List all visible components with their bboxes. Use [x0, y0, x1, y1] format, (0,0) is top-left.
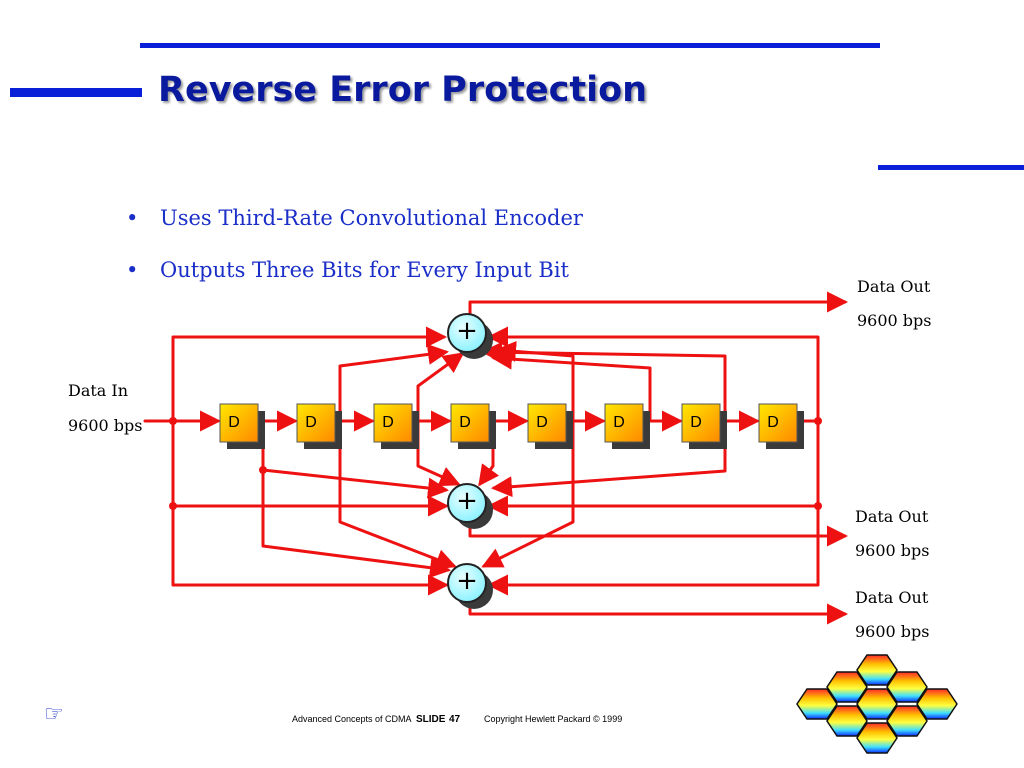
tap-wire [481, 341, 727, 423]
top-rule [140, 43, 880, 48]
adder-node [447, 483, 487, 523]
adder-node [447, 563, 487, 603]
bullet-dot: • [126, 206, 139, 230]
bullet-text: Outputs Three Bits for Every Input Bit [160, 258, 569, 282]
tap-wire [338, 343, 449, 423]
delay-box [758, 403, 798, 443]
delay-label: D [690, 414, 702, 431]
slide-title: Reverse Error Protection [158, 70, 648, 110]
delay-box [604, 403, 644, 443]
data-out-1-rate: 9600 bps [857, 311, 932, 330]
delay-box [373, 403, 413, 443]
footer-slide-label: SLIDE [416, 714, 446, 725]
tap-wire [171, 326, 447, 423]
delay-label: D [613, 414, 625, 431]
delay-label: D [459, 414, 471, 431]
bullet-item: • Outputs Three Bits for Every Input Bit [126, 252, 583, 304]
logo-hexagon [796, 688, 838, 720]
modulo-2-adders: + + + [447, 313, 493, 609]
logo-hexagon [886, 705, 928, 737]
tap-wire [487, 326, 820, 423]
junction-dot [169, 502, 177, 510]
delay-box [681, 403, 721, 443]
delay-label: D [536, 414, 548, 431]
delay-box [527, 403, 567, 443]
delay-box [296, 403, 336, 443]
data-out-3-label: Data Out [855, 588, 929, 607]
data-out-2-label: Data Out [855, 507, 929, 526]
delay-label: D [228, 414, 240, 431]
nav-icon[interactable]: ☞ [44, 702, 64, 727]
right-rule [878, 165, 1024, 170]
delay-label: D [305, 414, 317, 431]
output-wire [468, 602, 848, 625]
adder-symbol: + [456, 486, 478, 516]
delay-box [450, 403, 490, 443]
data-out-2-rate: 9600 bps [855, 541, 930, 560]
tap-wire [491, 348, 652, 423]
footer-copyright: Copyright Hewlett Packard © 1999 [484, 714, 623, 724]
footer-course: Advanced Concepts of CDMA [292, 714, 412, 724]
logo-hexagon [856, 654, 898, 686]
delay-label: D [382, 414, 394, 431]
hexagon-cluster-logo [796, 654, 958, 754]
logo-hexagon [916, 688, 958, 720]
adder-symbol: + [456, 316, 478, 346]
logo-hexagon [856, 722, 898, 754]
tap-wire [481, 419, 575, 568]
bullet-dot: • [126, 258, 139, 282]
left-rule [10, 88, 142, 97]
tap-wire [487, 504, 820, 596]
data-out-3-rate: 9600 bps [855, 622, 930, 641]
delay-box [219, 403, 259, 443]
tap-wire [416, 352, 465, 423]
bullet-list: • Uses Third-Rate Convolutional Encoder •… [126, 200, 583, 304]
tap-wire [338, 419, 457, 570]
logo-hexagon [826, 705, 868, 737]
delay-label: D [767, 414, 779, 431]
bullet-item: • Uses Third-Rate Convolutional Encoder [126, 200, 583, 252]
signal-wires [143, 291, 848, 625]
data-in-label: Data In [68, 381, 129, 400]
output-wire [468, 291, 848, 316]
adder-symbol: + [456, 566, 478, 596]
data-out-1-label: Data Out [857, 277, 931, 296]
bullet-text: Uses Third-Rate Convolutional Encoder [160, 206, 583, 230]
junction-dot [814, 502, 822, 510]
output-wire [468, 522, 848, 547]
tap-wire [261, 468, 451, 579]
data-in-rate: 9600 bps [68, 416, 143, 435]
tap-wire [171, 504, 449, 596]
logo-hexagon [886, 671, 928, 703]
footer-slide-number: 47 [449, 714, 461, 725]
logo-hexagon [826, 671, 868, 703]
logo-hexagon [856, 688, 898, 720]
adder-node [447, 313, 487, 353]
